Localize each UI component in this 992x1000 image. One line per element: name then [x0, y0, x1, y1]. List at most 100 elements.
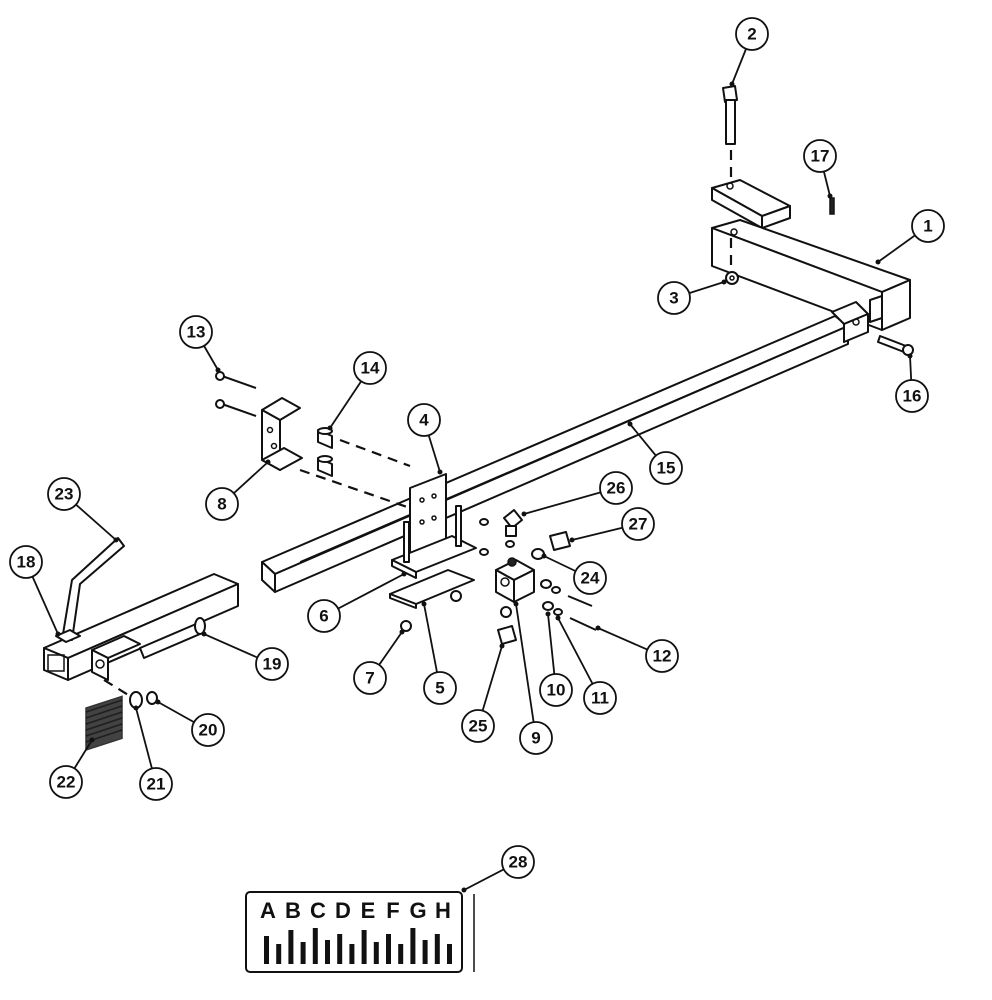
- leader-arrow-5: [421, 601, 427, 607]
- leader-line-9: [515, 603, 537, 739]
- part-18-block: [55, 629, 81, 643]
- callout-label-10: 10: [547, 681, 566, 700]
- callout-label-24: 24: [581, 569, 600, 588]
- leader-arrow-16: [907, 353, 913, 359]
- part-27-fitting: [549, 531, 571, 551]
- decal-letter-h: H: [435, 898, 451, 923]
- callout-circle-19: [255, 647, 289, 681]
- callout-label-15: 15: [657, 459, 676, 478]
- part-5-bottom-plate: [389, 569, 475, 609]
- leader-arrow-13: [215, 367, 221, 373]
- callout-8: 8: [205, 487, 239, 521]
- callout-circle-26: [599, 471, 633, 505]
- leader-arrow-11: [555, 615, 561, 621]
- callout-circle-1: [911, 209, 945, 243]
- callout-circle-25: [461, 709, 495, 743]
- callout-label-13: 13: [187, 323, 206, 342]
- callout-circle-15: [649, 451, 683, 485]
- callout-label-20: 20: [199, 721, 218, 740]
- part-2-bolt: [722, 85, 738, 268]
- leader-arrow-26: [521, 511, 527, 517]
- leader-arrow-9: [513, 601, 519, 607]
- leader-arrow-8: [265, 459, 271, 465]
- decal-bar: [422, 940, 428, 964]
- callout-circle-20: [191, 713, 225, 747]
- callout-16: 16: [895, 379, 929, 413]
- callout-label-18: 18: [17, 553, 36, 572]
- callout-7: 7: [353, 661, 387, 695]
- decal-bar: [312, 928, 318, 964]
- decal-bar: [276, 944, 282, 964]
- callout-circle-5: [423, 671, 457, 705]
- callout-circle-2: [735, 17, 769, 51]
- callout-label-28: 28: [509, 853, 528, 872]
- callout-26: 26: [599, 471, 633, 505]
- decal-bar: [300, 942, 306, 964]
- decal-bar: [398, 944, 404, 964]
- callout-circle-24: [573, 561, 607, 595]
- callout-18: 18: [9, 545, 43, 579]
- decal-bar: [349, 944, 355, 964]
- callout-label-4: 4: [419, 411, 429, 430]
- leader-arrow-23: [113, 537, 119, 543]
- callout-label-27: 27: [629, 515, 648, 534]
- callout-label-21: 21: [147, 775, 166, 794]
- callout-circle-10: [539, 673, 573, 707]
- callout-28: 28: [501, 845, 535, 879]
- callout-circle-23: [47, 477, 81, 511]
- callout-14: 14: [353, 351, 387, 385]
- callout-label-23: 23: [55, 485, 74, 504]
- callout-label-17: 17: [811, 147, 830, 166]
- decal-bar: [410, 928, 416, 964]
- callout-label-12: 12: [653, 647, 672, 666]
- callout-circle-27: [621, 507, 655, 541]
- decal-bar: [361, 930, 367, 964]
- leader-arrow-18: [55, 631, 61, 637]
- callout-circle-14: [353, 351, 387, 385]
- callout-label-1: 1: [923, 217, 932, 236]
- callout-label-3: 3: [669, 289, 678, 308]
- callout-label-2: 2: [747, 25, 756, 44]
- callout-circle-4: [407, 403, 441, 437]
- callout-circle-22: [49, 765, 83, 799]
- spring-assembly-line: [103, 679, 131, 697]
- callout-circle-7: [353, 661, 387, 695]
- callout-19: 19: [255, 647, 289, 681]
- leader-arrow-28: [461, 887, 467, 893]
- leader-arrow-3: [721, 279, 727, 285]
- callout-13: 13: [179, 315, 213, 349]
- callout-4: 4: [407, 403, 441, 437]
- callout-label-22: 22: [57, 773, 76, 792]
- callout-6: 6: [307, 599, 341, 633]
- callout-24: 24: [573, 561, 607, 595]
- callout-21: 21: [139, 767, 173, 801]
- decal-bar: [264, 936, 269, 964]
- part-3-nut: [725, 271, 739, 285]
- leader-arrow-19: [201, 631, 207, 637]
- callout-22: 22: [49, 765, 83, 799]
- callout-label-5: 5: [435, 679, 444, 698]
- part-13-bolts: [215, 371, 257, 417]
- leader-arrow-7: [399, 629, 405, 635]
- part-17-pin: [829, 197, 835, 215]
- part-21-20-washer-nut: [129, 691, 158, 709]
- callout-17: 17: [803, 139, 837, 173]
- decal-letter-g: G: [409, 898, 426, 923]
- assembly-line-b: [339, 438, 411, 468]
- callout-circle-11: [583, 681, 617, 715]
- decal-bar: [434, 934, 440, 964]
- leader-arrow-27: [569, 537, 575, 543]
- callout-circle-3: [657, 281, 691, 315]
- leader-arrow-4: [437, 469, 443, 475]
- decal-bar: [386, 934, 391, 964]
- part-8-u-bracket: [261, 397, 303, 471]
- callout-label-9: 9: [531, 729, 540, 748]
- callout-3: 3: [657, 281, 691, 315]
- decal-letter-a: A: [260, 898, 276, 923]
- assembly-line-a: [299, 468, 411, 510]
- decal-border: [245, 891, 463, 973]
